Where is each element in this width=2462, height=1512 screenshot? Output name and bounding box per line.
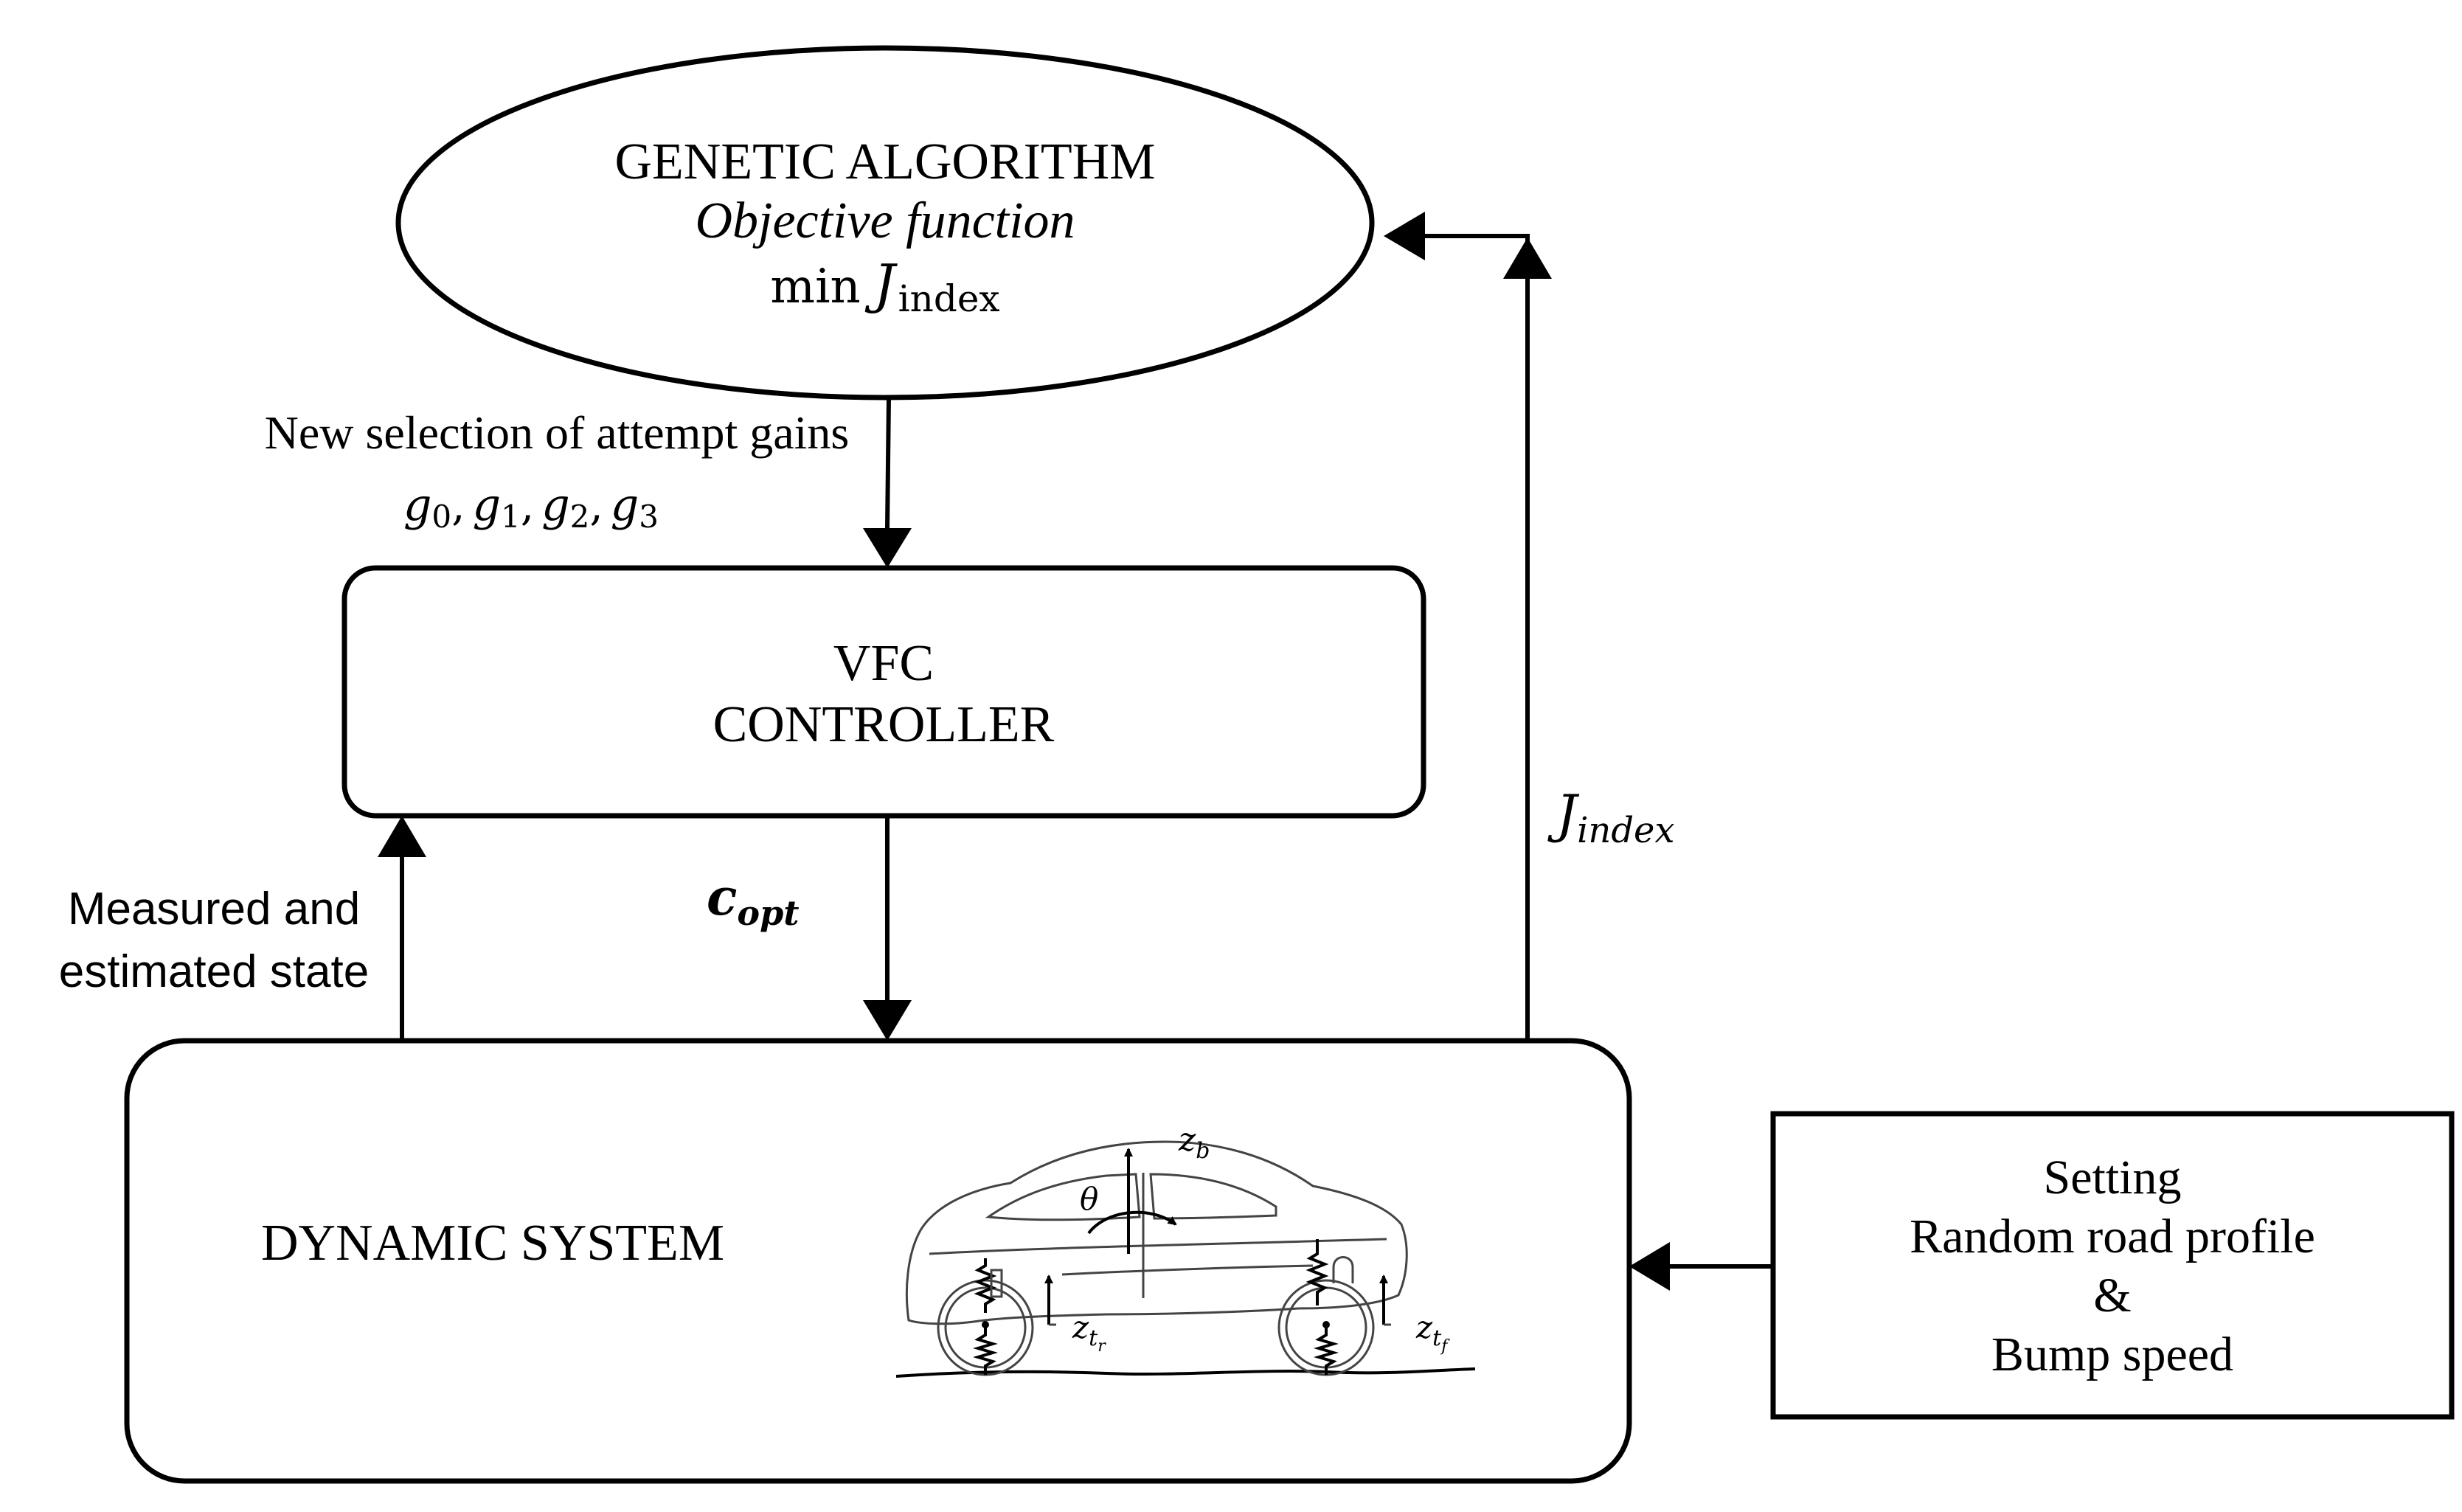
ga-to-vfc-arrow [885, 398, 891, 529]
j-index-feedback-path [1424, 234, 1530, 1041]
rear-axle-mass [982, 1321, 989, 1328]
setting-to-dynamic-arrowhead [1629, 1242, 1670, 1291]
j-index-label: Jindex [1547, 784, 1675, 851]
setting-box [1770, 1111, 2455, 1420]
dynamic-system-node: DYNAMIC SYSTEM [124, 1038, 1632, 1484]
front-suspension-spring [1305, 1239, 1329, 1305]
dynamic-system-label: DYNAMIC SYSTEM [261, 1215, 724, 1272]
vfc-to-dynamic-arrowhead [863, 1000, 912, 1041]
gains-symbols: g0, g1, g2, g3 [403, 479, 659, 535]
front-tire-spring [1314, 1328, 1339, 1375]
j-index-up-arrowhead [1503, 237, 1552, 279]
vfc-controller-box [341, 565, 1426, 819]
ga-to-vfc-arrowhead [863, 528, 912, 568]
setting-line2: Random road profile [1910, 1210, 2315, 1263]
setting-line1: Setting [2043, 1151, 2181, 1204]
rear-suspension-spring [974, 1258, 997, 1313]
vfc-controller-line1: VFC [833, 635, 934, 692]
j-index-to-ga-arrowhead [1384, 212, 1425, 260]
vehicle-model-illustration [895, 1140, 1476, 1378]
z-b-label: zb [1178, 1121, 1210, 1164]
car-beltline [929, 1238, 1387, 1255]
setting-line3: & [2093, 1269, 2131, 1322]
measured-state-line1: Measured and [68, 884, 360, 934]
vfc-controller-line2: CONTROLLER [713, 696, 1055, 753]
setting-node: Setting Random road profile & Bump speed [1770, 1111, 2455, 1420]
genetic-algorithm-ellipse [395, 45, 1375, 400]
pitch-rotation-arrow [1087, 1210, 1177, 1235]
objective-function-label: Objective function [695, 193, 1075, 249]
state-feedback-arrowhead [378, 816, 426, 857]
vfc-controller-node: VFC CONTROLLER [341, 565, 1426, 819]
car-door-line [1061, 1264, 1314, 1276]
rear-damper [990, 1269, 1003, 1298]
car-window-outline [985, 1173, 1141, 1221]
genetic-algorithm-title: GENETIC ALGORITHM [615, 133, 1156, 190]
road-profile-line [895, 1367, 1476, 1378]
c-opt-label: copt [707, 868, 800, 933]
genetic-algorithm-node: GENETIC ALGORITHM Objective function min… [395, 45, 1375, 400]
theta-label: θ [1080, 1181, 1098, 1217]
car-window-outline-front [1149, 1173, 1277, 1220]
min-j-index-expression: min J index [770, 253, 999, 320]
front-axle-mass [1322, 1321, 1330, 1328]
measured-state-line2: estimated state [59, 946, 369, 997]
car-body-outline [905, 1140, 1408, 1325]
rear-tire-spring [973, 1328, 998, 1375]
front-damper [1332, 1256, 1354, 1283]
z-t-r-label: ztr [1072, 1309, 1106, 1356]
setting-line4: Bump speed [1991, 1328, 2233, 1381]
gains-label: New selection of attempt gains [265, 406, 850, 459]
